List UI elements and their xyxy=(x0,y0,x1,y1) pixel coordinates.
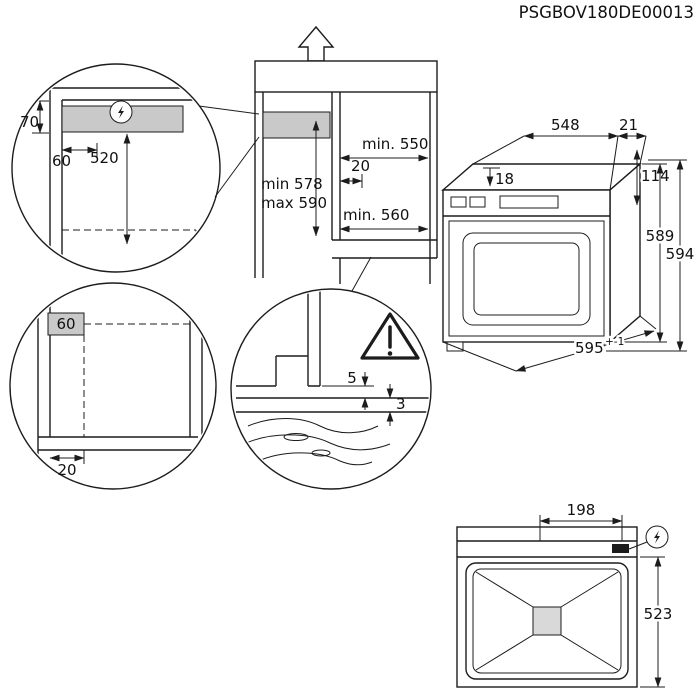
worktop-slab xyxy=(254,60,438,93)
callout-leader-gap xyxy=(351,256,372,292)
dim-min560-label: min. 560 xyxy=(343,206,409,224)
wood-grain xyxy=(255,452,373,466)
detail-callout-gap: 5 3 xyxy=(230,288,432,490)
dim-5-label: 5 xyxy=(347,369,357,387)
dim-589-label: 589 xyxy=(646,227,675,245)
wood-knot xyxy=(283,433,309,441)
power-connection-icon xyxy=(645,525,669,549)
warning-triangle-icon xyxy=(360,312,420,360)
dim-198-label: 198 xyxy=(567,501,596,519)
lightning-bolt-icon xyxy=(654,530,660,544)
dim-max590-label: max 590 xyxy=(261,194,327,212)
niche-front-view: min. 550 20 min 578 max 590 min. 560 xyxy=(254,25,438,292)
dim-60-side-label: 60 xyxy=(56,315,75,333)
callout-leader-bottom xyxy=(214,136,260,198)
dim-520-label: 520 xyxy=(90,149,119,167)
control-display xyxy=(499,195,559,209)
top-view: 198 523 xyxy=(456,499,675,688)
oven-cavity-outline xyxy=(472,568,622,674)
doc-number: PSGBOV180DE00013 xyxy=(519,3,694,22)
control-knob-right xyxy=(469,196,486,208)
power-leader xyxy=(628,541,648,550)
dim-21-label: 21 xyxy=(619,116,638,134)
dim-548-label: 548 xyxy=(551,116,580,134)
door-window-inner xyxy=(473,242,580,316)
wood-grain xyxy=(243,434,391,451)
niche-connection-shade xyxy=(262,111,331,139)
dim-523-label: 523 xyxy=(644,605,673,623)
oven-perspective: 548 21 18 114 589 594 595 +-1 xyxy=(441,116,697,372)
dim-20-label: 20 xyxy=(351,157,370,175)
callout-circle xyxy=(9,282,217,490)
callout-circle xyxy=(230,288,432,490)
dim-594-label: 594 xyxy=(666,245,695,263)
dim-595-tolerance: +-1 xyxy=(605,336,624,348)
push-up-arrow-icon xyxy=(297,25,335,62)
dim-70-label: 70 xyxy=(20,113,39,131)
lightning-bolt-icon xyxy=(118,105,124,119)
center-brace-plate xyxy=(532,606,562,636)
detail-callout-top-left: 70 60 520 xyxy=(11,63,260,273)
dim-3-label: 3 xyxy=(396,395,406,413)
dim-min550-label: min. 550 xyxy=(362,135,428,153)
power-connection-icon xyxy=(109,100,133,124)
callout-gap-content xyxy=(236,291,429,466)
wood-knot xyxy=(311,449,331,457)
dim-20-bottom-label: 20 xyxy=(57,461,76,479)
wood-grain xyxy=(247,418,379,434)
dim-114-label: 114 xyxy=(641,167,670,185)
callout-circle xyxy=(11,63,221,273)
detail-callout-left: 60 20 xyxy=(9,282,217,490)
dim-18-label: 18 xyxy=(495,170,514,188)
dim-60-label: 60 xyxy=(52,152,71,170)
callout-leader-top xyxy=(198,105,260,115)
oven-side-face xyxy=(609,162,641,344)
dim-595-label: 595 xyxy=(575,339,604,357)
side-zone-shade xyxy=(47,312,85,336)
door-window-outer xyxy=(462,232,591,326)
mains-cable-position xyxy=(612,544,629,553)
oven-door xyxy=(448,220,605,337)
control-knob-left xyxy=(450,196,467,208)
dim-min578-label: min 578 xyxy=(261,175,323,193)
